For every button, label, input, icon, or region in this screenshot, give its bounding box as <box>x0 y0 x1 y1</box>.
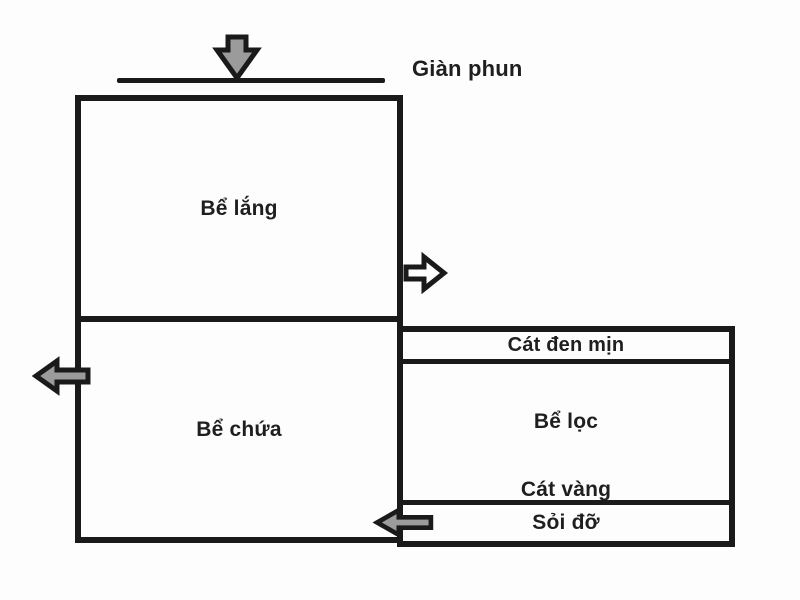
gravel-layer: Sỏi đỡ <box>403 500 729 541</box>
filter-tank-box: Cát đen mịn Bể lọc Cát vàng Sỏi đỡ <box>397 326 735 547</box>
storage-tank-label: Bể chứa <box>196 417 282 441</box>
filter-tank-label: Bể lọc <box>533 410 599 433</box>
storage-tank-box: Bể chứa <box>81 322 397 537</box>
fine-black-sand-layer: Cát đen mịn <box>403 332 729 364</box>
filter-middle-section: Bể lọc Cát vàng <box>403 364 729 501</box>
yellow-sand-label: Cát vàng <box>520 478 612 501</box>
left-arrow-icon <box>372 506 434 539</box>
left-arrow-icon <box>31 356 91 396</box>
spray-bar-label: Giàn phun <box>412 56 523 81</box>
settling-tank-label: Bể lắng <box>200 196 278 220</box>
tank-divider-line <box>81 316 397 322</box>
fine-black-sand-label: Cát đen mịn <box>507 334 625 356</box>
tanks-outline: Bể lắng Bể chứa <box>75 95 403 543</box>
down-arrow-icon <box>212 34 262 83</box>
gravel-label: Sỏi đỡ <box>532 511 600 534</box>
spray-bar-line <box>117 78 385 83</box>
settling-tank-box: Bể lắng <box>81 101 397 316</box>
right-arrow-icon <box>403 251 449 295</box>
